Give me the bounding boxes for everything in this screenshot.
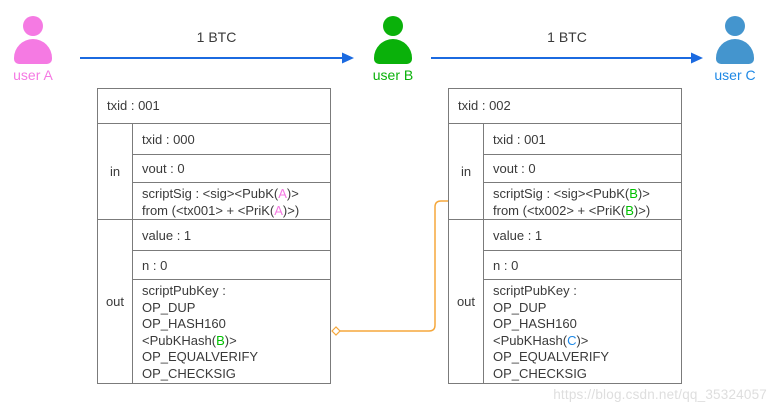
tx-in-vout: vout : 0 bbox=[133, 154, 330, 182]
scriptsig-text: )>) bbox=[633, 203, 651, 218]
scriptsig-text: from (<tx002> + <PriK( bbox=[493, 203, 626, 218]
tx-out-value: value : 1 bbox=[142, 227, 192, 243]
tx-in-section: in txid : 000 vout : 0 scriptSig : <sig>… bbox=[98, 124, 330, 220]
transaction-table-002: txid : 002 in txid : 001 vout : 0 script… bbox=[448, 88, 682, 384]
opcode: OP_HASH160 bbox=[493, 316, 577, 332]
tx-out-label: out bbox=[98, 220, 133, 383]
user-c-person-icon bbox=[716, 16, 754, 64]
user-a-label: user A bbox=[13, 67, 53, 83]
user-b: user B bbox=[361, 16, 425, 83]
privkey-owner-letter: B bbox=[625, 203, 634, 218]
opcode: OP_HASH160 bbox=[142, 316, 226, 332]
tx-out-section: out value : 1 n : 0 scriptPubKey :OP_DUP… bbox=[449, 220, 681, 383]
csdn-watermark: https://blog.csdn.net/qq_35324057 bbox=[553, 387, 767, 402]
tx-in-scriptsig: scriptSig : <sig><PubK(A)>from (<tx001> … bbox=[133, 182, 330, 219]
scriptsig-text: scriptSig : <sig><PubK( bbox=[142, 186, 279, 201]
scriptpubkey-title: scriptPubKey : bbox=[142, 283, 226, 298]
tx-in-scriptsig: scriptSig : <sig><PubK(B)>from (<tx002> … bbox=[484, 182, 681, 219]
user-a: user A bbox=[1, 16, 65, 83]
opcode: OP_DUP bbox=[142, 299, 196, 315]
transfer-amount-label: 1 BTC bbox=[196, 29, 237, 45]
pubkhash-owner-letter: B bbox=[216, 332, 225, 348]
tx-in-label: in bbox=[449, 124, 484, 219]
tx-in-txid: txid : 001 bbox=[493, 131, 546, 147]
privkey-owner-letter: A bbox=[274, 203, 283, 218]
tx-in-section: in txid : 001 vout : 0 scriptSig : <sig>… bbox=[449, 124, 681, 220]
diamond-endpoint-icon bbox=[331, 326, 341, 336]
tx-in-label: in bbox=[98, 124, 133, 219]
scriptsig-text: )> bbox=[286, 186, 299, 201]
btc-transfer-arrow-b-to-c bbox=[431, 52, 703, 64]
user-a-person-icon bbox=[14, 16, 52, 64]
pubkhash-text: <PubKHash( bbox=[142, 332, 217, 348]
pubkhash-text: )> bbox=[224, 332, 237, 348]
tx-header: txid : 002 bbox=[449, 89, 681, 124]
tx-header: txid : 001 bbox=[98, 89, 330, 124]
opcode: OP_CHECKSIG bbox=[142, 365, 236, 381]
tx-out-section: out value : 1 n : 0 scriptPubKey :OP_DUP… bbox=[98, 220, 330, 383]
user-b-label: user B bbox=[372, 67, 414, 83]
tx-out-label: out bbox=[449, 220, 484, 383]
opcode: OP_EQUALVERIFY bbox=[493, 349, 610, 365]
btc-transfer-arrow-a-to-b bbox=[80, 52, 354, 64]
arrowhead-right-icon bbox=[691, 52, 703, 64]
opcode: OP_CHECKSIG bbox=[493, 365, 587, 381]
tx-out-value: value : 1 bbox=[493, 227, 543, 243]
user-c-label: user C bbox=[714, 67, 756, 83]
tx-out-n: n : 0 bbox=[133, 250, 330, 279]
scriptsig-text: scriptSig : <sig><PubK( bbox=[493, 186, 630, 201]
arrowhead-right-icon bbox=[342, 52, 354, 64]
pubkey-owner-letter: A bbox=[278, 186, 287, 201]
pubkey-owner-letter: B bbox=[629, 186, 638, 201]
opcode: OP_EQUALVERIFY bbox=[142, 349, 259, 365]
tx-in-txid: txid : 000 bbox=[142, 131, 195, 147]
transfer-amount-label: 1 BTC bbox=[547, 29, 587, 45]
pubkhash-text: <PubKHash( bbox=[493, 332, 568, 348]
scriptsig-text: from (<tx001> + <PriK( bbox=[142, 203, 275, 218]
user-c: user C bbox=[703, 16, 767, 83]
pubkhash-owner-letter: C bbox=[567, 332, 577, 348]
transaction-table-001: txid : 001 in txid : 000 vout : 0 script… bbox=[97, 88, 331, 384]
tx-out-n: n : 0 bbox=[484, 250, 681, 279]
scriptsig-text: )>) bbox=[282, 203, 300, 218]
user-b-person-icon bbox=[374, 16, 412, 64]
opcode: OP_DUP bbox=[493, 299, 547, 315]
tx-in-vout: vout : 0 bbox=[484, 154, 681, 182]
scriptpubkey-title: scriptPubKey : bbox=[493, 283, 577, 298]
scriptsig-text: )> bbox=[637, 186, 650, 201]
pubkhash-text: )> bbox=[576, 332, 589, 348]
